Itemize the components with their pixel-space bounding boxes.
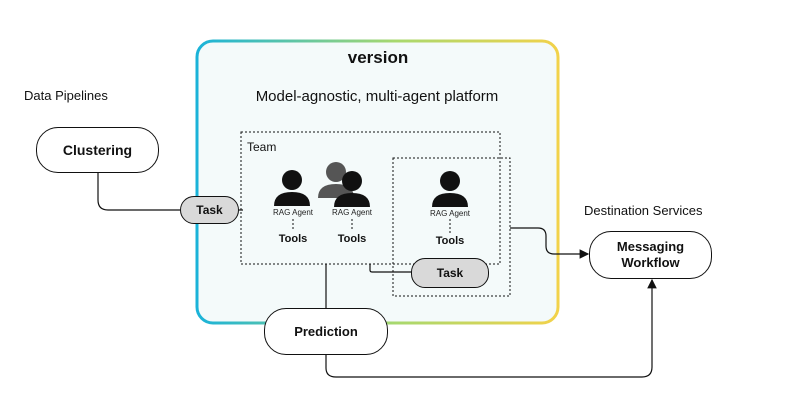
- agent-tools: Tools: [435, 235, 465, 247]
- messaging-workflow-line1: Messaging: [616, 239, 685, 254]
- person-icon: [334, 171, 370, 207]
- prediction-node[interactable]: Prediction: [264, 308, 388, 355]
- destination-services-label: Destination Services: [584, 203, 703, 218]
- connector-clustering-task: [97, 172, 180, 211]
- messaging-workflow-node[interactable]: Messaging Workflow: [589, 231, 712, 279]
- connector-team-messaging: [510, 227, 590, 259]
- agent-subgroup-box: [392, 157, 511, 297]
- task-right-node[interactable]: Task: [411, 258, 489, 288]
- clustering-node[interactable]: Clustering: [36, 127, 159, 173]
- agent-tools: Tools: [278, 233, 308, 245]
- platform-subtitle: Model-agnostic, multi-agent platform: [255, 88, 499, 105]
- person-icon: [432, 171, 468, 207]
- prediction-node-label: Prediction: [294, 324, 358, 339]
- agent-label: RAG Agent: [272, 208, 314, 217]
- person-icon: [274, 170, 310, 206]
- platform-container: [195, 39, 560, 325]
- clustering-node-label: Clustering: [62, 142, 133, 158]
- agent-label: RAG Agent: [429, 209, 471, 218]
- messaging-workflow-line2: Workflow: [621, 255, 680, 270]
- task-left-label: Task: [196, 203, 223, 217]
- task-left-node[interactable]: Task: [180, 196, 239, 224]
- connector-team-task2: [369, 264, 412, 273]
- data-pipelines-label: Data Pipelines: [24, 88, 108, 103]
- task-right-label: Task: [436, 266, 464, 280]
- agent-label: RAG Agent: [331, 208, 373, 217]
- connector-prediction-messaging: [325, 278, 657, 378]
- agent-tools: Tools: [337, 233, 367, 245]
- team-label: Team: [247, 140, 277, 154]
- platform-title: version: [347, 48, 409, 67]
